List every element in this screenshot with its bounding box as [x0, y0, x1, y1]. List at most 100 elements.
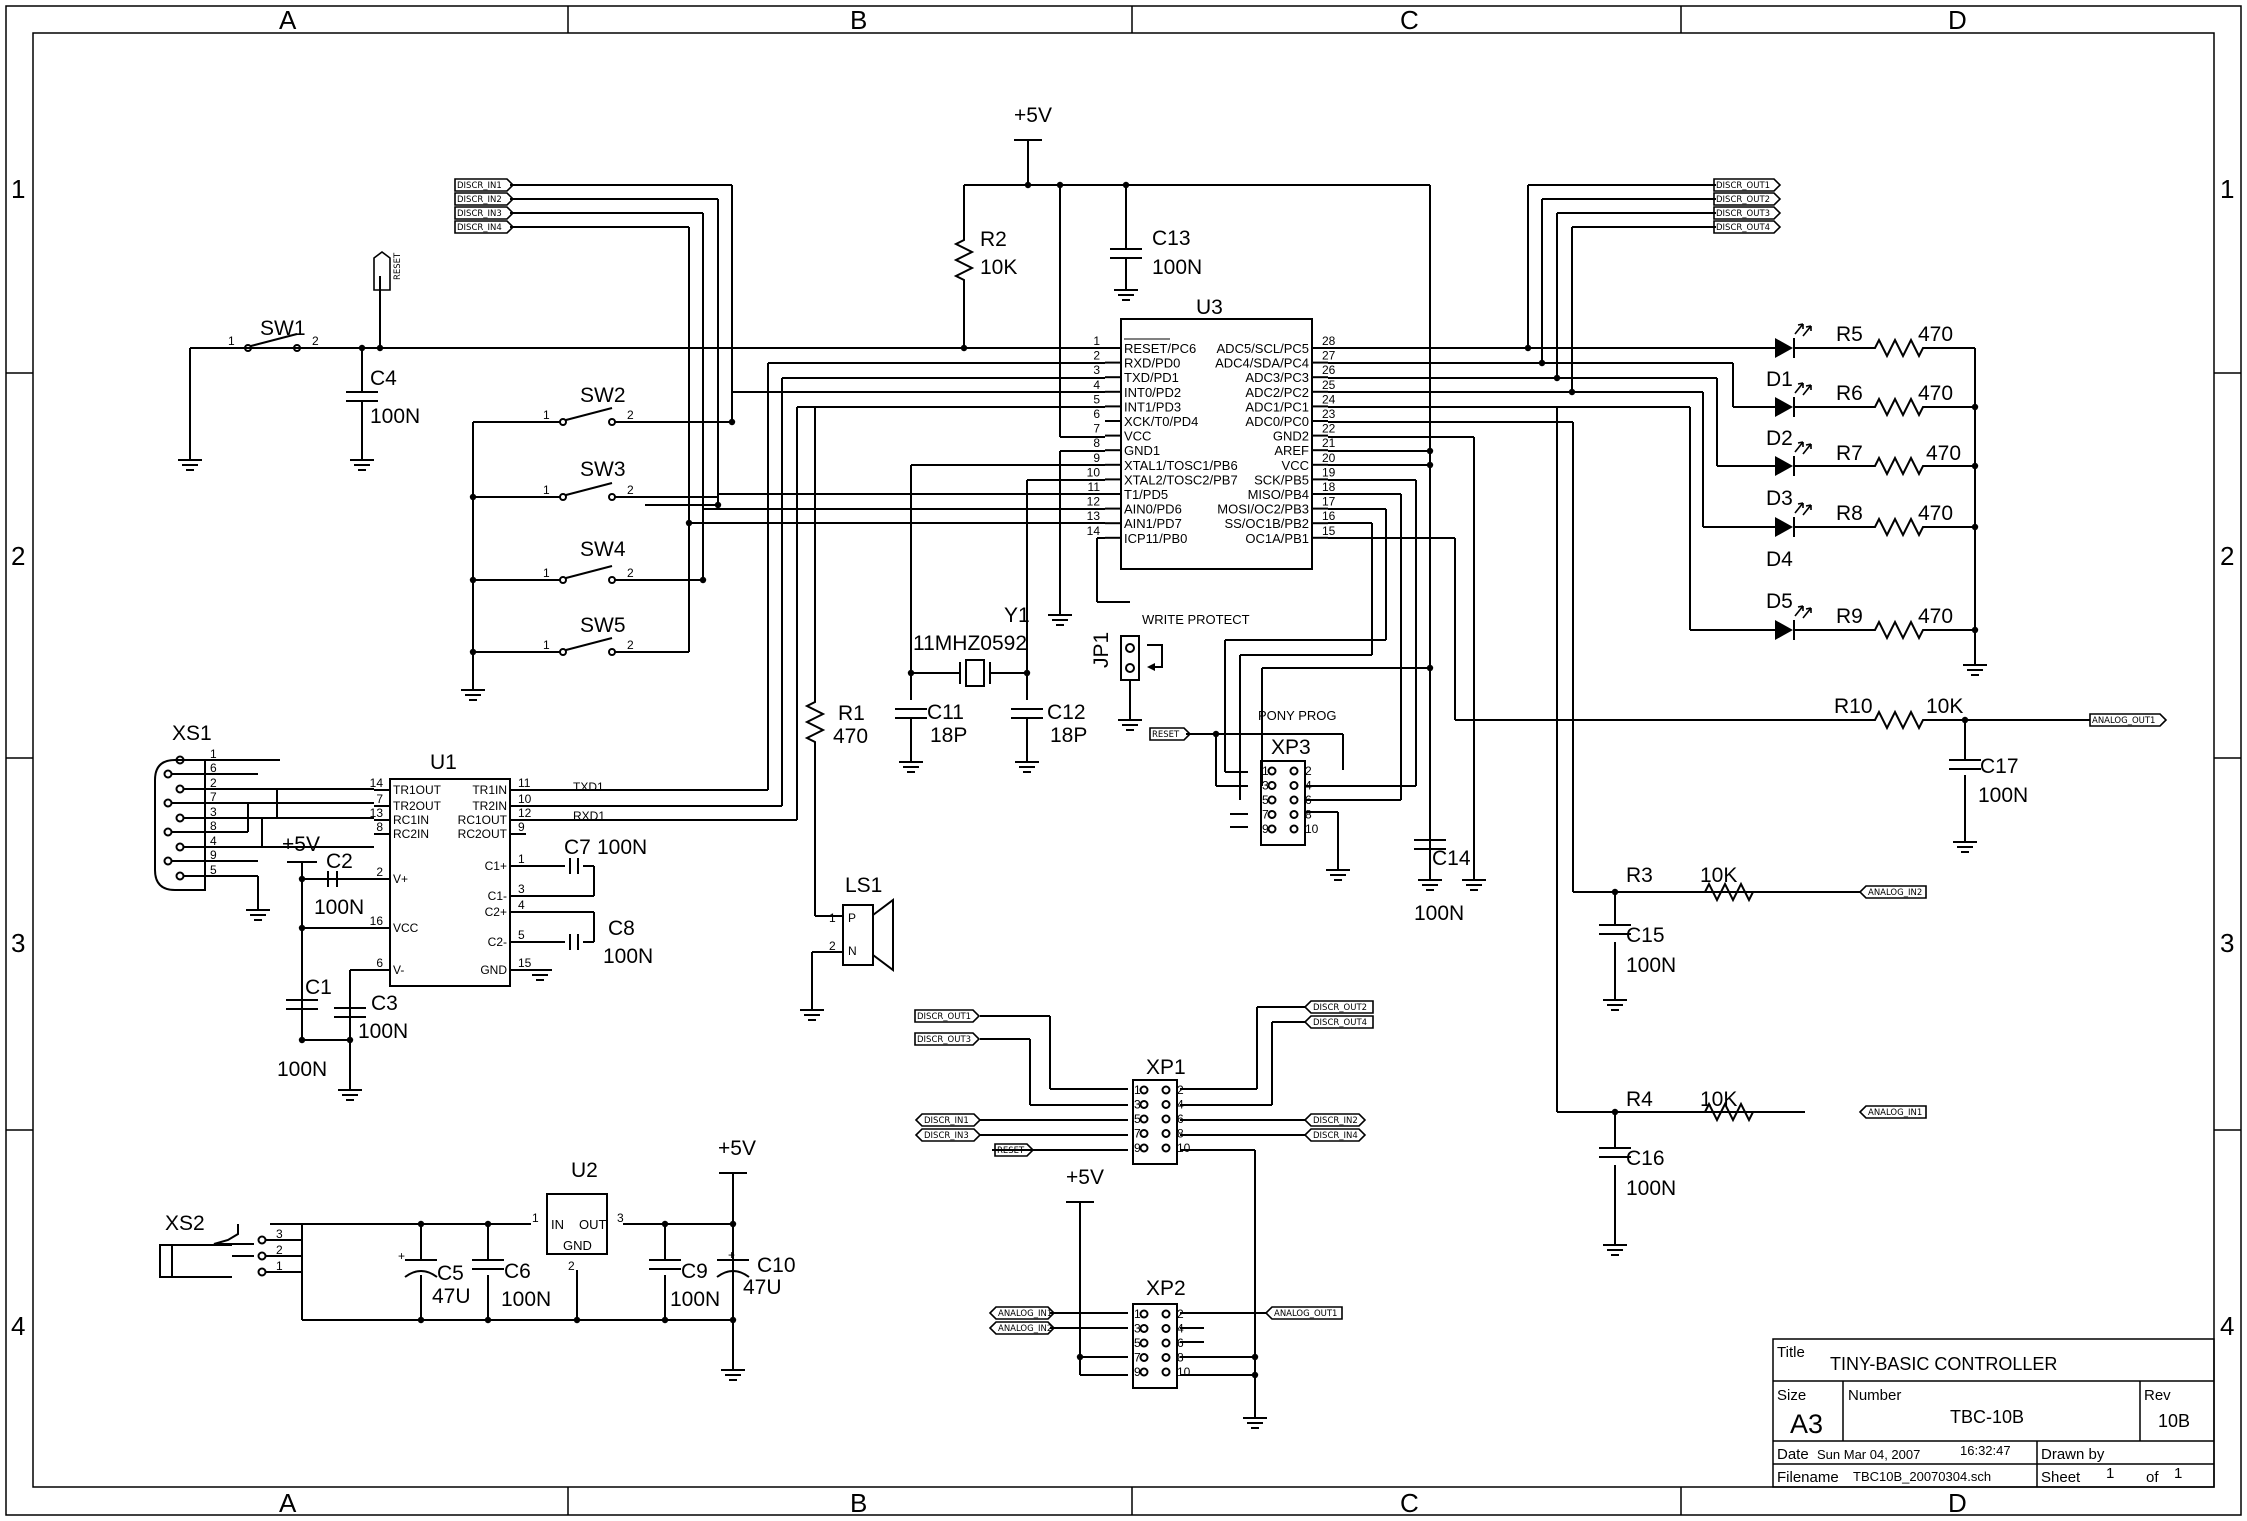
c17-symbol — [1949, 759, 1981, 770]
d2-label: D2 — [1766, 427, 1793, 450]
rev-label: Rev — [2144, 1387, 2171, 1404]
sw3-label: SW3 — [580, 458, 626, 481]
sw1-pin-1: 1 — [228, 334, 235, 348]
u3-pin-name: INT1/PD3 — [1124, 399, 1181, 414]
u3-pin-num: 5 — [1093, 392, 1100, 406]
xp1-header-pin-right: 6 — [1177, 1112, 1184, 1126]
c3-value: 100N — [358, 1020, 408, 1043]
xp1-label: XP1 — [1146, 1056, 1186, 1079]
net-label-xp2-analog-out1: ANALOG_OUT1 — [1264, 1306, 1343, 1320]
u3-pin-num: 15 — [1322, 524, 1336, 538]
d3-led — [1770, 441, 1812, 476]
u3-body — [1120, 318, 1313, 570]
c8-value: 100N — [603, 945, 653, 968]
xp1-header-pin-left: 5 — [1134, 1112, 1141, 1126]
net-label-xp1-discr-in2: DISCR_IN2 — [1303, 1113, 1367, 1127]
u3-pin-name: ICP11/PB0 — [1124, 531, 1187, 546]
ls1-pin-p: P — [848, 911, 856, 925]
net-label-xp3-reset: RESET — [1149, 727, 1192, 741]
c5-value: 47U — [432, 1285, 471, 1308]
u3-pin-name: ADC4/SDA/PC4 — [1215, 356, 1309, 371]
xp3-header-pin-left: 7 — [1262, 808, 1269, 822]
frame-row-3-right: 3 — [2220, 928, 2234, 958]
xs2-pin-num: 2 — [276, 1243, 283, 1257]
u3-pin-name: SS/OC1B/PB2 — [1224, 516, 1309, 531]
drawing-title: TINY-BASIC CONTROLLER — [1830, 1354, 2057, 1374]
r8-symbol — [1870, 516, 1930, 538]
title-label: Title — [1777, 1344, 1805, 1361]
ls1-pin-n: N — [848, 944, 857, 958]
u1-pin-num: 7 — [376, 792, 383, 806]
u2-pin-gnd: GND — [563, 1238, 592, 1253]
d2-led — [1770, 382, 1812, 417]
u3-pin-num: 4 — [1093, 378, 1100, 392]
u3-pin-name: XTAL1/TOSC1/PB6 — [1124, 458, 1238, 473]
svg-text:ANALOG_OUT1: ANALOG_OUT1 — [1274, 1309, 1337, 1319]
r9-value: 470 — [1918, 605, 1953, 628]
y1-label: Y1 — [1004, 604, 1030, 627]
c11-value: 18P — [930, 724, 967, 747]
net-label-xp2-analog-in1: ANALOG_IN1 — [988, 1306, 1056, 1320]
sw4-label: SW4 — [580, 538, 626, 561]
c6-label: C6 — [504, 1260, 531, 1283]
frame-col-d-bottom: D — [1948, 1488, 1967, 1518]
c10-label: C10 — [757, 1254, 796, 1277]
number-value: TBC-10B — [1950, 1407, 2024, 1427]
vcc-label-u2: +5V — [718, 1137, 756, 1160]
xp3-header-pin-left: 3 — [1262, 779, 1269, 793]
net-label-xp1-discr-out1: DISCR_OUT1 — [914, 1009, 981, 1023]
net-label-analog-out1: ANALOG_OUT1 — [2089, 713, 2168, 727]
svg-text:ANALOG_IN1: ANALOG_IN1 — [1868, 1108, 1922, 1118]
xs2-pin-num: 1 — [276, 1259, 283, 1273]
u3-pin-num: 1 — [1093, 334, 1100, 348]
jp1-jumper[interactable] — [1120, 635, 1163, 681]
svg-text:DISCR_IN3: DISCR_IN3 — [457, 209, 502, 219]
drawing-frame: A B C D A B C D 1 2 3 4 1 2 3 4 — [5, 5, 2242, 1518]
u3-pin-num: 6 — [1093, 407, 1100, 421]
xp1-header-pin-left: 3 — [1134, 1098, 1141, 1112]
sw5-pin-1: 1 — [543, 638, 550, 652]
u1-pin-num: 13 — [370, 806, 384, 820]
xp2-header-pin-left: 9 — [1134, 1365, 1141, 1379]
d4-label: D4 — [1766, 548, 1793, 571]
c9-label: C9 — [681, 1260, 708, 1283]
u1-designator: U1 — [430, 751, 457, 774]
svg-text:RESET: RESET — [997, 1146, 1025, 1156]
r3-symbol — [1700, 881, 1760, 903]
xp1-header-pin-right: 8 — [1177, 1127, 1184, 1141]
c15-symbol — [1599, 924, 1631, 935]
u1-pin-num: 6 — [376, 956, 383, 970]
xs1-label: XS1 — [172, 722, 212, 745]
c12-value: 18P — [1050, 724, 1087, 747]
net-label-analog-in1: ANALOG_IN1 — [1858, 1105, 1927, 1119]
xs2-power-jack[interactable]: 321 — [159, 1224, 303, 1278]
u1-pin-name: VCC — [393, 921, 419, 935]
frame-row-1-right: 1 — [2220, 174, 2234, 204]
c14-label: C14 — [1432, 847, 1471, 870]
xs1-pin-num: 5 — [210, 863, 217, 877]
c15-label: C15 — [1626, 924, 1665, 947]
frame-col-a-bottom: A — [279, 1488, 297, 1518]
sw2-pin-2: 2 — [627, 408, 634, 422]
xp3-label: XP3 — [1271, 736, 1311, 759]
u1-pin-name: RC2IN — [393, 827, 429, 841]
time-value: 16:32:47 — [1960, 1443, 2011, 1458]
xp3-note: PONY PROG — [1258, 708, 1337, 723]
u3-pin-name: INT0/PD2 — [1124, 385, 1181, 400]
ground-icon — [1462, 879, 1486, 891]
sw3-pin-2: 2 — [627, 483, 634, 497]
svg-text:DISCR_IN3: DISCR_IN3 — [924, 1131, 969, 1141]
frame-col-c-top: C — [1400, 5, 1419, 35]
xs1-pin-num: 8 — [210, 819, 217, 833]
c7-value: 100N — [597, 836, 647, 859]
u2-pin-in: IN — [551, 1217, 564, 1232]
u2-pin-2: 2 — [568, 1259, 575, 1273]
